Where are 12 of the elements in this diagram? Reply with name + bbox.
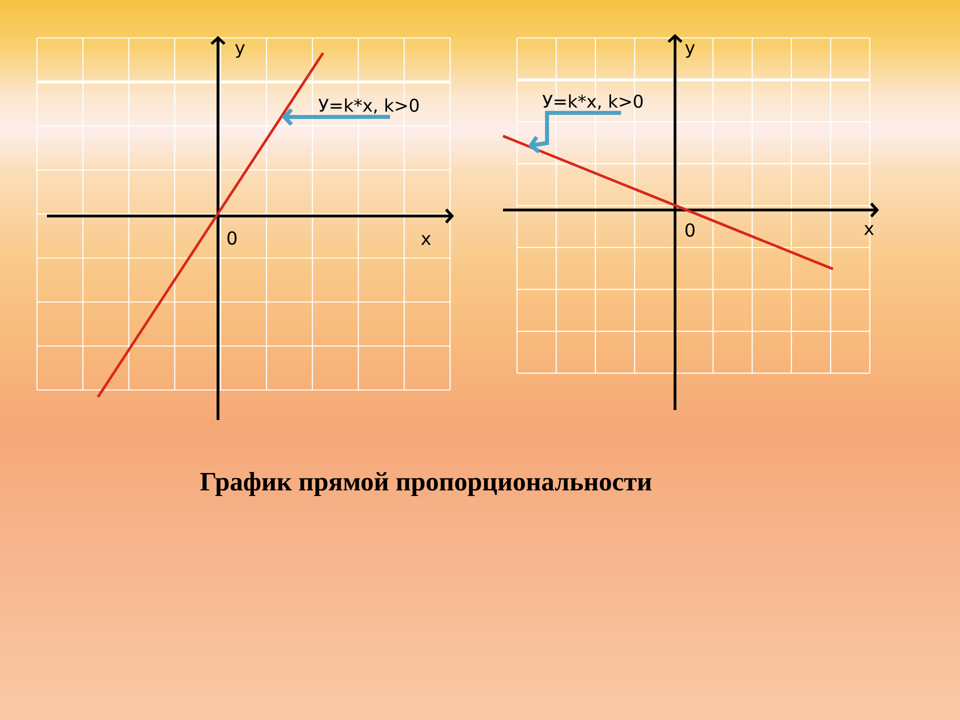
axis-label: x xyxy=(421,235,431,245)
graph-line xyxy=(502,134,834,270)
origin-label: 0 xyxy=(685,223,695,237)
axis-label: x xyxy=(864,225,874,235)
formula-label: У=k*x, k>0 xyxy=(318,98,419,114)
leader-arrow xyxy=(282,108,390,126)
axis-label: y xyxy=(235,44,245,58)
formula-label: У=k*x, k>0 xyxy=(542,94,643,110)
origin-label: 0 xyxy=(227,231,237,245)
leader-arrow xyxy=(528,110,621,154)
axis-label: y xyxy=(685,44,695,58)
caption: График прямой пропорциональности xyxy=(200,472,652,496)
